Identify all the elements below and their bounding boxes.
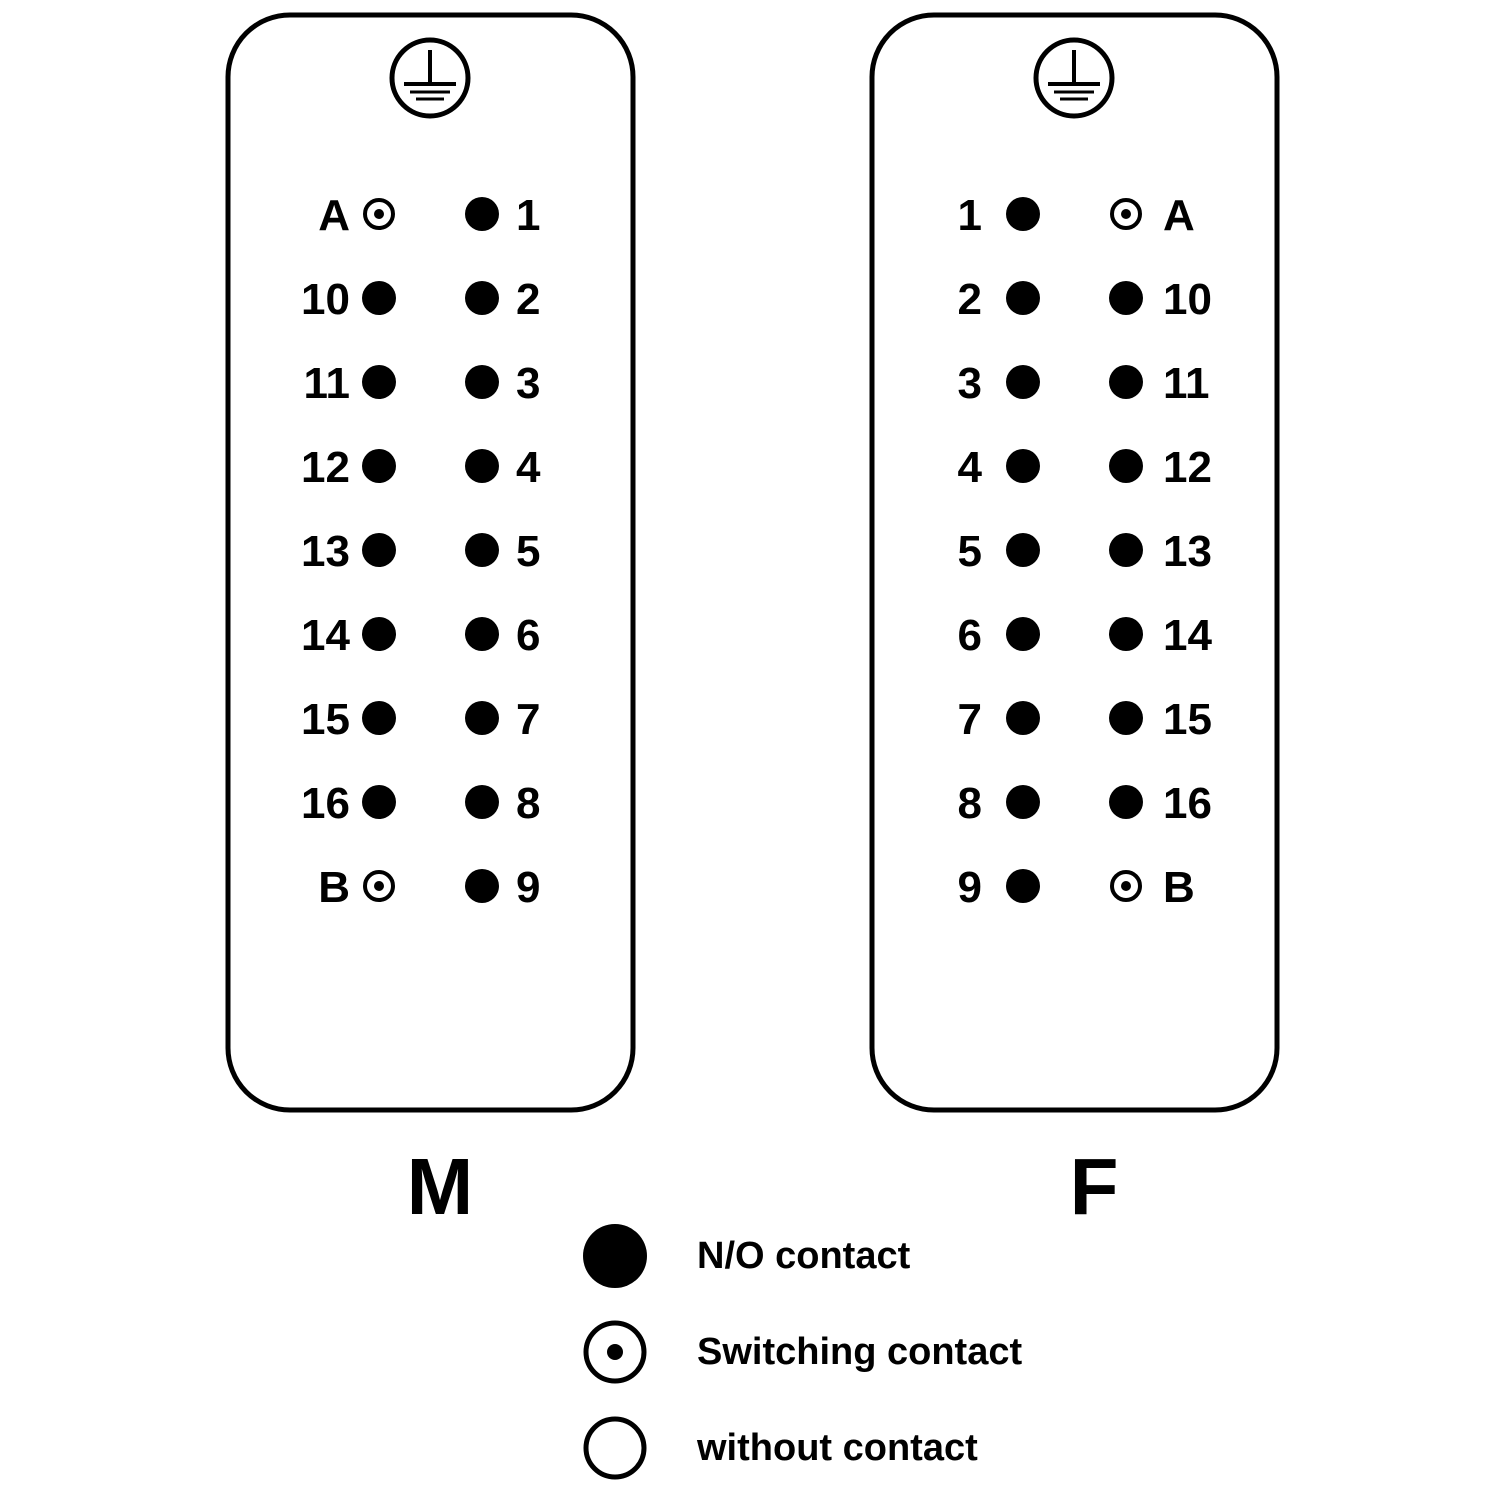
connector-m-pin-14-no-contact [362, 617, 396, 651]
connector-m-pin-a-switching-dot [374, 209, 384, 219]
connector-f-pin-1-no-contact [1006, 197, 1040, 231]
connector-m-pin-label-12: 12 [301, 443, 350, 492]
connector-f-pin-label-15: 15 [1163, 695, 1212, 744]
connector-m-pin-6-no-contact [465, 617, 499, 651]
ground-icon [389, 37, 471, 119]
connector-m-pin-label-b: B [318, 863, 350, 912]
connector-m-pin-2-no-contact [465, 281, 499, 315]
connector-m-pin-label-11: 11 [303, 359, 350, 408]
connector-m-pin-7-no-contact [465, 701, 499, 735]
connector-f-pin-label-13: 13 [1163, 527, 1212, 576]
without-contact-symbol [583, 1416, 647, 1480]
legend: N/O contact Switching contact without co… [583, 1224, 1022, 1480]
connector-f-pin-3-no-contact [1006, 365, 1040, 399]
connector-m-pin-label-4: 4 [516, 443, 541, 492]
connector-f-pin-12-no-contact [1109, 449, 1143, 483]
connector-m-pin-10-no-contact [362, 281, 396, 315]
connector-m-pin-16-no-contact [362, 785, 396, 819]
connector-m-pin-b-switching-dot [374, 881, 384, 891]
connector-f-pin-label-3: 3 [958, 359, 982, 408]
connector-m-pin-8-no-contact [465, 785, 499, 819]
legend-no-contact-label: N/O contact [697, 1235, 911, 1277]
connector-m-pin-label-8: 8 [516, 779, 540, 828]
connector-m-pin-label-14: 14 [301, 611, 350, 660]
legend-switching-contact-label: Switching contact [697, 1331, 1022, 1373]
connector-f-pin-b-switching-dot [1121, 881, 1131, 891]
connector-f-pin-label-2: 2 [958, 275, 982, 324]
connector-f-pin-6-no-contact [1006, 617, 1040, 651]
connector-m-pin-4-no-contact [465, 449, 499, 483]
connector-f-pin-label-11: 11 [1163, 359, 1210, 408]
connector-f-pin-4-no-contact [1006, 449, 1040, 483]
connector-f-pin-label-b: B [1163, 863, 1195, 912]
connector-m-pin-label-10: 10 [301, 275, 350, 324]
connector-m-pin-label-5: 5 [516, 527, 540, 576]
connector-m-outline [225, 12, 636, 1113]
connector-f-pin-label-16: 16 [1163, 779, 1212, 828]
connector-f-outline [869, 12, 1280, 1113]
legend-no-contact: N/O contact [583, 1224, 911, 1288]
connector-f-pin-13-no-contact [1109, 533, 1143, 567]
connector-m-pin-a-switching-contact [363, 198, 395, 230]
connector-f-pin-b-switching-contact [1110, 870, 1142, 902]
connector-f-pin-label-10: 10 [1163, 275, 1212, 324]
connector-m-pin-label-13: 13 [301, 527, 350, 576]
connector-f-pin-label-1: 1 [958, 191, 982, 240]
connector-f-pin-label-8: 8 [958, 779, 982, 828]
connector-f-pin-label-5: 5 [958, 527, 982, 576]
connector-f-pin-16-no-contact [1109, 785, 1143, 819]
connector-f-pin-8-no-contact [1006, 785, 1040, 819]
legend-without-contact-label: without contact [696, 1427, 978, 1469]
connector-f-pin-9-no-contact [1006, 869, 1040, 903]
connector-f-pin-label-4: 4 [958, 443, 983, 492]
connector-m-pin-label-7: 7 [516, 695, 540, 744]
legend-without-contact: without contact [583, 1416, 978, 1480]
connector-m-pin-13-no-contact [362, 533, 396, 567]
connector-m-pin-15-no-contact [362, 701, 396, 735]
connector-f-pin-label-7: 7 [958, 695, 982, 744]
connector-m-pin-label-1: 1 [516, 191, 540, 240]
connector-m-pin-label-3: 3 [516, 359, 540, 408]
connector-f-pin-a-switching-contact [1110, 198, 1142, 230]
connector-m-pin-label-2: 2 [516, 275, 540, 324]
connector-f-label: F [1070, 1142, 1119, 1231]
connector-m-pin-b-switching-contact [363, 870, 395, 902]
ground-icon [1033, 37, 1115, 119]
connector-f-pin-15-no-contact [1109, 701, 1143, 735]
connector-f-pin-7-no-contact [1006, 701, 1040, 735]
connector-f-pin-5-no-contact [1006, 533, 1040, 567]
connector-m-label: M [407, 1142, 474, 1231]
connector-m-pin-label-a: A [318, 191, 350, 240]
connector-f-pin-label-12: 12 [1163, 443, 1212, 492]
connector-f-pin-10-no-contact [1109, 281, 1143, 315]
no-contact-symbol [583, 1224, 647, 1288]
connector-f-pin-label-9: 9 [958, 863, 982, 912]
connector-m-pin-label-9: 9 [516, 863, 540, 912]
legend-switching-contact: Switching contact [583, 1320, 1022, 1384]
connector-m-pin-9-no-contact [465, 869, 499, 903]
connector-f-pin-11-no-contact [1109, 365, 1143, 399]
connector-m-pin-5-no-contact [465, 533, 499, 567]
connector-m-pin-1-no-contact [465, 197, 499, 231]
connector-f-pin-2-no-contact [1006, 281, 1040, 315]
connector-m-pin-label-6: 6 [516, 611, 540, 660]
connector-m-pin-label-16: 16 [301, 779, 350, 828]
connector-f-pin-label-a: A [1163, 191, 1195, 240]
connector-m-pin-12-no-contact [362, 449, 396, 483]
connector-f-pin-label-14: 14 [1163, 611, 1212, 660]
connector-m-pin-3-no-contact [465, 365, 499, 399]
switching-contact-symbol [583, 1320, 647, 1384]
connector-m-pin-label-15: 15 [301, 695, 350, 744]
connector-f-pin-14-no-contact [1109, 617, 1143, 651]
connector-f-pin-label-6: 6 [958, 611, 982, 660]
connector-f-pin-a-switching-dot [1121, 209, 1131, 219]
connector-m-pin-11-no-contact [362, 365, 396, 399]
